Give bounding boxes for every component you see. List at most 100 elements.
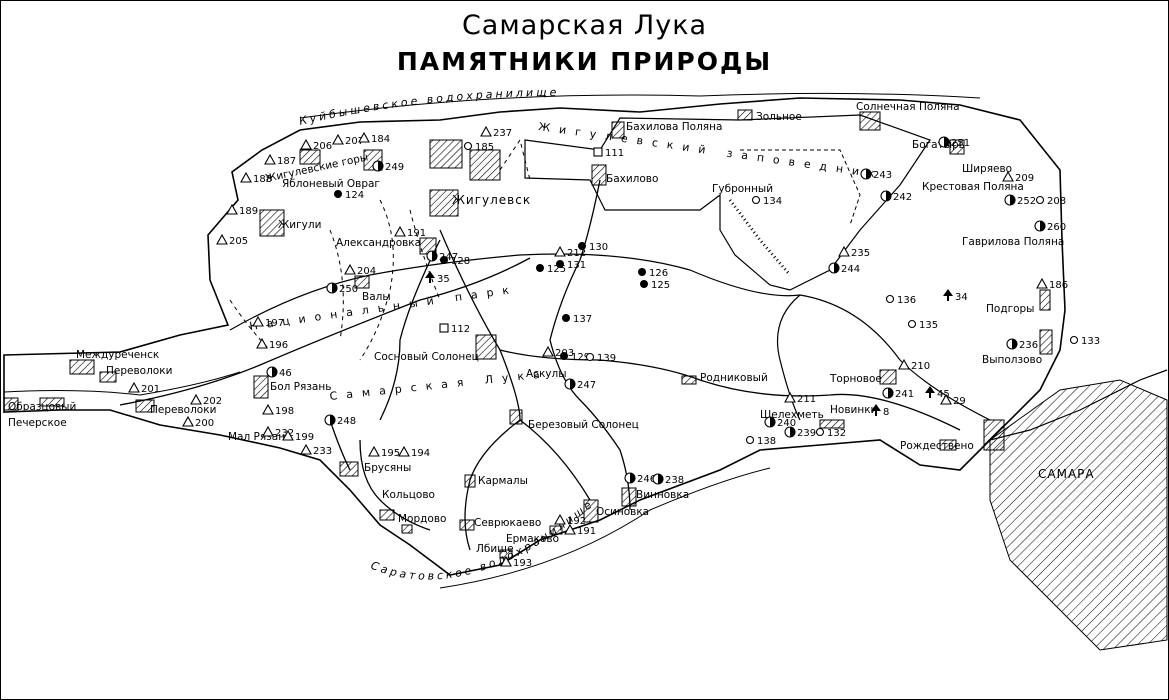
monument-number: 124 <box>345 190 364 201</box>
monument-tri-201: 201 <box>128 381 160 395</box>
monument-half-247: 247 <box>426 250 458 263</box>
monument-number: 125 <box>547 264 566 275</box>
monument-number: 34 <box>955 292 968 303</box>
settlement-label-krestovaya: Крестовая Поляна <box>922 181 1024 193</box>
settlement-label-gavrilova: Гаврилова Поляна <box>962 236 1064 248</box>
monument-dot-125: 125 <box>536 264 566 275</box>
monument-tree-35: 35 <box>425 271 450 285</box>
monument-number: 207 <box>345 136 364 147</box>
settlement-label-osinovka: Осиновка <box>596 506 649 518</box>
settlement-label-zhigulevsk: Жигулевск <box>452 193 531 207</box>
monument-tri-232: 232 <box>262 425 294 439</box>
monument-number: 136 <box>897 295 916 306</box>
settlement-label-sosnovy: Сосновый Солонец <box>374 351 479 363</box>
samara-shore <box>989 369 1168 441</box>
north-bank <box>299 92 981 119</box>
monument-half-243: 243 <box>860 168 892 181</box>
monument-tri-194: 194 <box>398 445 430 459</box>
settlement-label-tornovoe: Торновое <box>829 373 882 385</box>
settlement-label-brusyany: Брусяны <box>364 462 411 474</box>
monument-tri-192: 192 <box>554 513 586 527</box>
settlement-label-mordovo: Мордово <box>398 513 446 525</box>
monument-number: 196 <box>269 340 288 351</box>
volga-shoreline <box>3 97 1066 576</box>
settlement-blocks <box>3 109 1053 559</box>
monument-number: 201 <box>141 384 160 395</box>
reserve-hatch-line <box>728 199 792 276</box>
settlement-label-novinki: Новинки <box>830 404 877 416</box>
settlement-label-vypolzovo: Выползово <box>982 354 1042 366</box>
monument-number: 129 <box>571 352 590 363</box>
monument-number: 134 <box>763 196 782 207</box>
monument-number: 126 <box>649 268 668 279</box>
monument-number: 192 <box>567 516 586 527</box>
settlement-label-mal_ryazan: Мал Рязань <box>228 431 291 443</box>
settlement-label-sevryukaevo: Севрюкаево <box>474 517 541 529</box>
settlement-label-solnechnaya: Солнечная Поляна <box>856 101 960 113</box>
settlement-label-rozhdestveno: Рождествено <box>900 440 974 452</box>
monument-number: 211 <box>797 394 816 405</box>
monument-tri-199: 199 <box>282 429 314 443</box>
monument-tri-193: 193 <box>500 555 532 569</box>
monument-tree-34: 34 <box>943 289 968 303</box>
monument-half-46: 46 <box>266 366 292 379</box>
monument-circ-138: 138 <box>745 435 776 447</box>
monument-number: 249 <box>385 162 404 173</box>
monument-number: 35 <box>437 274 450 285</box>
monument-number: 205 <box>229 236 248 247</box>
national-park-label: Национальный парк <box>249 282 519 333</box>
monument-number: 241 <box>895 389 914 400</box>
monument-number: 45 <box>937 389 950 400</box>
settlement-label-bakhilova_polyana: Бахилова Поляна <box>626 121 722 133</box>
monument-tri-204: 204 <box>344 263 376 277</box>
monument-half-250: 250 <box>326 282 358 295</box>
monument-tri-209: 209 <box>1002 170 1034 184</box>
map-subtitle: ПАМЯТНИКИ ПРИРОДЫ <box>396 47 773 76</box>
monument-tri-191: 191 <box>394 225 426 239</box>
monument-number: 133 <box>1081 336 1100 347</box>
settlement-label-karmaly: Кармалы <box>478 475 528 487</box>
monument-number: 238 <box>665 475 684 486</box>
monument-number: 125 <box>651 280 670 291</box>
monument-number: 132 <box>827 428 846 439</box>
settlement-label-zhiguli: Жигули <box>278 219 321 231</box>
monument-number: 250 <box>339 284 358 295</box>
monument-circ-134: 134 <box>751 195 782 207</box>
settlement-label-yablonevy: Яблоневый Овраг <box>282 178 380 190</box>
monument-number: 188 <box>253 174 272 185</box>
monument-tri-212: 212 <box>554 245 586 259</box>
settlement-label-valy: Валы <box>362 291 391 303</box>
monument-half-249: 249 <box>372 160 404 173</box>
monument-half-242: 242 <box>880 190 912 203</box>
monument-number: 139 <box>597 353 616 364</box>
monument-circ-136: 136 <box>885 294 916 306</box>
monument-number: 208 <box>1047 196 1066 207</box>
monument-number: 184 <box>371 134 390 145</box>
monument-number: 210 <box>911 361 930 372</box>
monument-number: 248 <box>337 416 356 427</box>
samara-city <box>989 379 1168 651</box>
settlement-label-aleksandrovka: Александровка <box>336 237 421 249</box>
monument-half-252: 252 <box>1004 194 1036 207</box>
settlement-label-bogatyr: Богатырь <box>912 139 965 151</box>
monument-half-247: 247 <box>564 378 596 391</box>
monument-tri-206: 206 <box>300 138 332 152</box>
monument-number: 128 <box>451 256 470 267</box>
monument-tri-237: 237 <box>480 125 512 139</box>
monument-number: 237 <box>493 128 512 139</box>
monument-number: 251 <box>951 138 970 149</box>
settlement-label-perevoloki2: Переволоки <box>150 404 216 416</box>
monument-dot-126: 126 <box>638 268 668 279</box>
monument-circ-208: 208 <box>1035 195 1066 207</box>
kuybyshev-reservoir-label: Куйбышевское водохранилище <box>298 86 560 128</box>
monument-tree-45: 45 <box>925 386 950 400</box>
settlement-label-bol_ryazan: Бол Рязань <box>270 381 331 393</box>
monument-number: 29 <box>953 396 966 407</box>
monument-tri-184: 184 <box>358 131 390 145</box>
monument-tree-8: 8 <box>871 404 889 418</box>
monument-number: 191 <box>407 228 426 239</box>
monument-sq-112: 112 <box>439 323 470 335</box>
settlement-label-obraztsovy: Образцовый <box>8 401 76 413</box>
settlement-label-koltsovo: Кольцово <box>382 489 435 501</box>
